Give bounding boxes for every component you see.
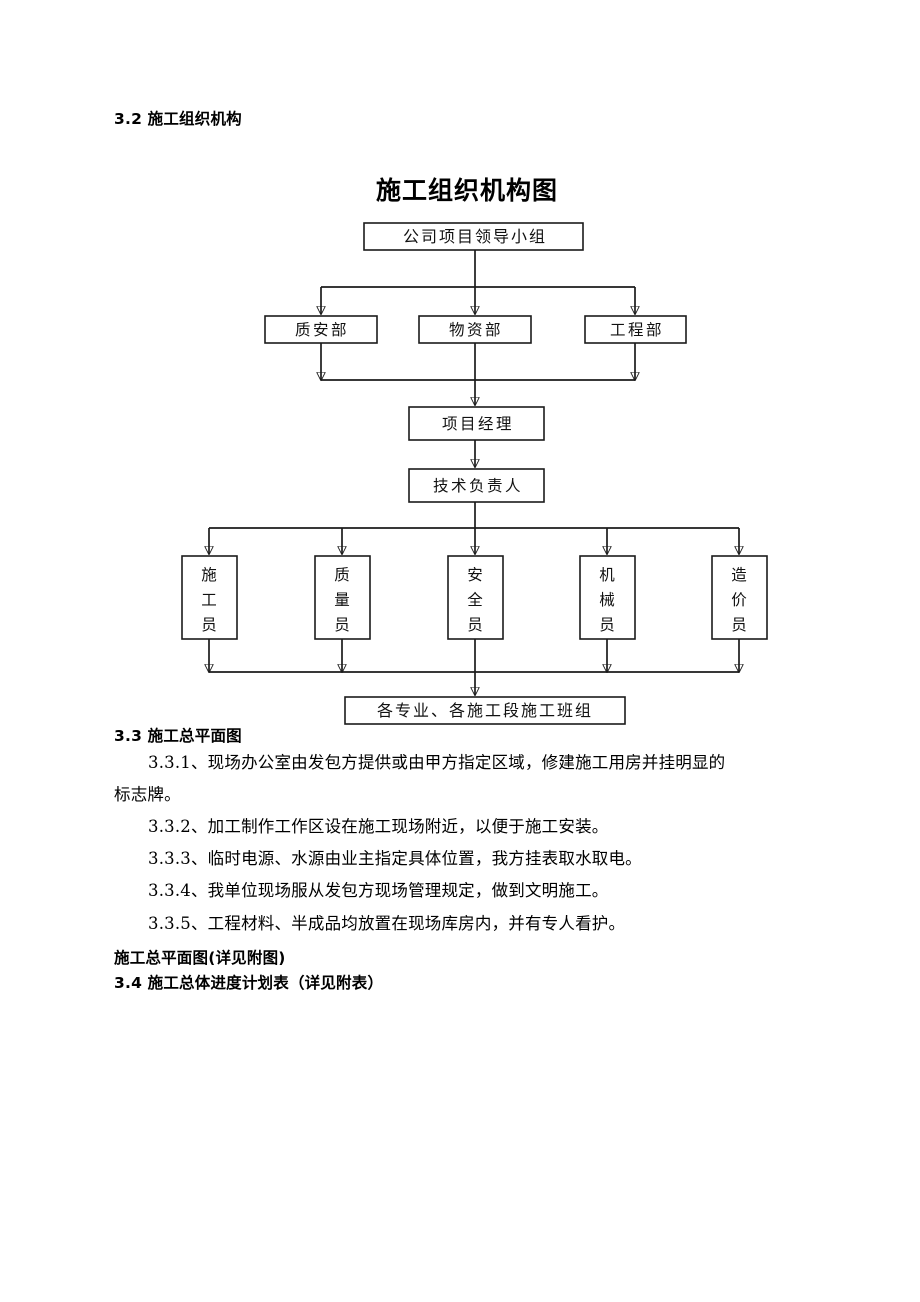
paragraph-3-3-4: 3.3.4、我单位现场服从发包方现场管理规定，做到文明施工。	[148, 881, 609, 901]
node-label-safety-officer-char-2: 全	[467, 591, 483, 609]
node-box-company-leadership	[363, 222, 584, 252]
page-content: 3.2 施工组织机构 施工组织机构图 公司项目领导小组	[114, 110, 820, 993]
node-label-project-manager: 项目经理	[442, 415, 514, 433]
node-label-construction-officer-char-2: 工	[201, 591, 217, 609]
node-label-cost-officer-char-3: 员	[731, 616, 747, 634]
node-label-cost-officer-char-2: 价	[731, 591, 747, 609]
node-box-cost-officer	[711, 555, 768, 641]
node-label-quality-inspector-char-2: 量	[334, 591, 350, 609]
paragraph-3-3-2: 3.3.2、加工制作工作区设在施工现场附近，以便于施工安装。	[148, 817, 609, 837]
node-label-materials-dept: 物资部	[449, 321, 503, 339]
org-chart-diagram: 施工组织机构图 公司项目领导小组	[114, 135, 820, 727]
heading-3-2: 3.2 施工组织机构	[114, 110, 242, 128]
node-label-quality-inspector-char-3: 员	[334, 616, 350, 634]
node-label-safety-officer-char-3: 员	[467, 616, 483, 634]
node-box-engineering-dept	[584, 315, 687, 345]
node-label-quality-safety-dept: 质安部	[295, 321, 349, 339]
node-box-quality-inspector	[314, 555, 371, 641]
node-label-quality-inspector-char-1: 质	[334, 566, 350, 584]
node-label-construction-officer-char-1: 施	[201, 566, 217, 584]
heading-3-4: 3.4 施工总体进度计划表（详见附表）	[114, 973, 384, 992]
heading-plan-drawing-note: 施工总平面图(详见附图)	[114, 948, 286, 967]
node-box-materials-dept	[418, 315, 532, 345]
node-box-construction-officer	[181, 555, 238, 641]
node-label-safety-officer-char-1: 安	[467, 566, 483, 584]
node-label-machinery-officer-char-1: 机	[599, 566, 615, 584]
org-chart-svg: 公司项目领导小组 质安部 物资部 工程部	[181, 222, 768, 726]
paragraph-3-3-5: 3.3.5、工程材料、半成品均放置在现场库房内，并有专人看护。	[148, 913, 626, 933]
node-box-machinery-officer	[579, 555, 636, 641]
node-box-safety-officer	[447, 555, 504, 641]
node-label-engineering-dept: 工程部	[610, 321, 664, 339]
node-box-technical-lead	[408, 468, 545, 504]
node-label-company-leadership: 公司项目领导小组	[403, 227, 547, 246]
node-label-technical-lead: 技术负责人	[433, 477, 523, 495]
paragraph-3-3-1: 3.3.1、现场办公室由发包方提供或由甲方指定区域，修建施工用房并挂明显的	[148, 752, 726, 772]
node-label-machinery-officer-char-3: 员	[599, 616, 615, 634]
node-box-work-teams	[344, 696, 626, 726]
node-label-construction-officer-char-3: 员	[201, 616, 217, 634]
node-box-project-manager	[408, 406, 545, 442]
paragraph-3-3-3: 3.3.3、临时电源、水源由业主指定具体位置，我方挂表取水取电。	[148, 849, 642, 869]
node-label-cost-officer-char-1: 造	[731, 566, 747, 584]
node-label-machinery-officer-char-2: 械	[599, 591, 615, 609]
org-chart-title: 施工组织机构图	[375, 176, 558, 206]
heading-3-3: 3.3 施工总平面图	[114, 727, 242, 746]
node-label-work-teams: 各专业、各施工段施工班组	[377, 701, 593, 720]
paragraph-3-3-1-continuation: 标志牌。	[114, 784, 181, 804]
